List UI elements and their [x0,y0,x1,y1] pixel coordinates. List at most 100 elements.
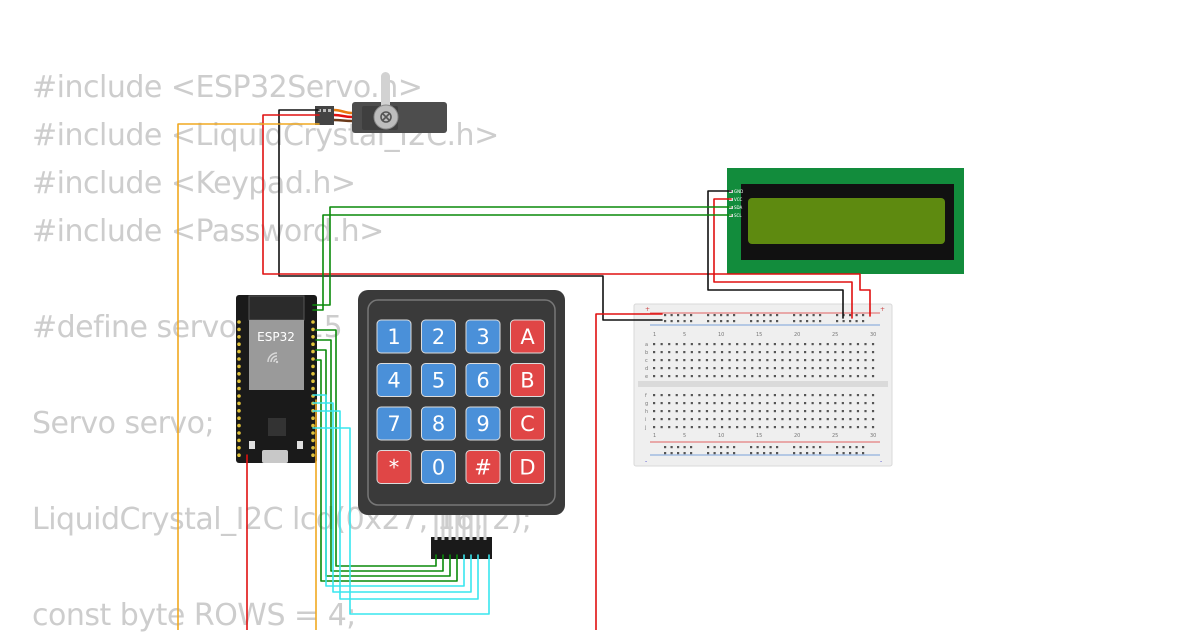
breadboard-hole [849,351,852,354]
breadboard-hole [736,359,739,362]
breadboard-hole [751,351,754,354]
breadboard-hole [728,375,731,378]
wire-cyan[interactable] [312,402,472,593]
keypad-key-#[interactable]: # [465,450,501,484]
wire-green[interactable] [315,339,444,572]
esp32-header-pin [237,379,241,384]
breadboard-hole [811,418,814,421]
breadboard-hole [690,320,693,323]
keypad-key-C[interactable]: C [510,406,545,441]
wire-orange[interactable] [177,123,320,630]
keypad-key-face[interactable] [376,319,412,354]
breadboard-hole [683,418,686,421]
keypad-key-face[interactable] [465,406,501,441]
wire-red[interactable] [262,114,871,317]
breadboard-hole [849,446,852,449]
keypad-key-8[interactable]: 8 [421,406,456,441]
keypad-key-A[interactable]: A [510,319,545,354]
breadboard-hole [660,402,663,405]
keypad-key-2[interactable]: 2 [421,319,456,354]
wire-cyan[interactable] [312,410,479,600]
breadboard-hole [796,375,799,378]
wire-red[interactable] [713,198,853,319]
breadboard-hole [819,351,822,354]
esp32-button[interactable] [249,441,255,449]
wire-cyan[interactable] [312,394,465,587]
bb-row-letter: b [645,350,648,356]
wire-green[interactable] [312,214,732,311]
keypad-key-*[interactable]: * [376,450,412,484]
bb-col-number: 15 [756,433,762,439]
keypad-key-7[interactable]: 7 [376,406,412,441]
breadboard-hole [743,367,746,370]
breadboard-hole [834,402,837,405]
breadboard-hole [670,452,673,455]
keypad-key-face[interactable] [465,319,501,354]
wire-green[interactable] [315,329,437,567]
breadboard-hole [819,394,822,397]
keypad-key-face[interactable] [421,450,456,484]
esp32-header-pin [237,357,241,361]
keypad-key-face[interactable] [465,450,501,484]
bb-row-letter: d [645,366,648,372]
breadboard-hole [836,320,839,323]
breadboard-hole [736,418,739,421]
breadboard-hole [720,351,724,354]
breadboard-hole [773,426,776,429]
esp32-label: ESP32 [257,330,295,344]
keypad-key-face[interactable] [421,319,456,354]
keypad-key-face[interactable] [376,406,412,441]
breadboard-hole [707,452,710,455]
breadboard-hole [756,446,759,449]
breadboard-hole [690,343,693,346]
keypad-key-face[interactable] [510,363,545,397]
lcd-16x2-module[interactable]: GND VCC SDA SCL [727,168,964,274]
breadboard-hole [720,426,724,429]
breadboard-hole [698,394,701,397]
keypad-key-0[interactable]: 0 [421,450,456,484]
breadboard-hole [841,359,844,362]
keypad-key-9[interactable]: 9 [465,406,501,441]
breadboard-hole [683,394,686,397]
breadboard-hole [705,343,709,346]
esp32-button[interactable] [297,441,303,449]
bb-col-number: 25 [832,433,838,439]
keypad-key-6[interactable]: 6 [465,363,501,397]
keypad-key-face[interactable] [421,406,456,441]
keypad-key-5[interactable]: 5 [421,363,456,397]
keypad-key-3[interactable]: 3 [465,319,501,354]
keypad-key-face[interactable] [376,363,412,397]
keypad-key-D[interactable]: D [510,450,545,484]
breadboard-hole [811,351,814,354]
wire-black[interactable] [278,109,663,321]
breadboard-hole [668,351,671,354]
esp32-devkit[interactable]: ESP32 [236,295,317,463]
breadboard[interactable]: + + - - 1 5 10 15 20 25 30 1 5 10 15 20 … [633,303,893,467]
breadboard-hole [819,402,822,405]
servo-motor[interactable] [315,72,447,133]
keypad-key-face[interactable] [510,406,545,441]
breadboard-hole [758,402,761,405]
breadboard-hole [788,418,792,421]
breadboard-hole [653,343,656,346]
breadboard-hole [826,351,829,354]
wire-red[interactable] [595,313,663,630]
keypad-key-face[interactable] [510,450,545,484]
wire-green[interactable] [315,359,458,582]
keypad-key-face[interactable] [465,363,501,397]
keypad-key-face[interactable] [510,319,545,354]
keypad-key-face[interactable] [376,450,412,484]
breadboard-hole [836,314,839,317]
wire-green[interactable] [312,206,732,306]
keypad-key-face[interactable] [421,363,456,397]
keypad-key-4[interactable]: 4 [376,363,412,397]
wire-black[interactable] [707,190,844,319]
keypad-key-1[interactable]: 1 [376,319,412,354]
breadboard-hole [698,375,701,378]
esp32-header-pin [237,394,241,398]
breadboard-hole [826,375,829,378]
esp32-header-pin [237,320,241,324]
keypad-key-B[interactable]: B [510,363,545,397]
wire-cyan[interactable] [312,427,490,615]
